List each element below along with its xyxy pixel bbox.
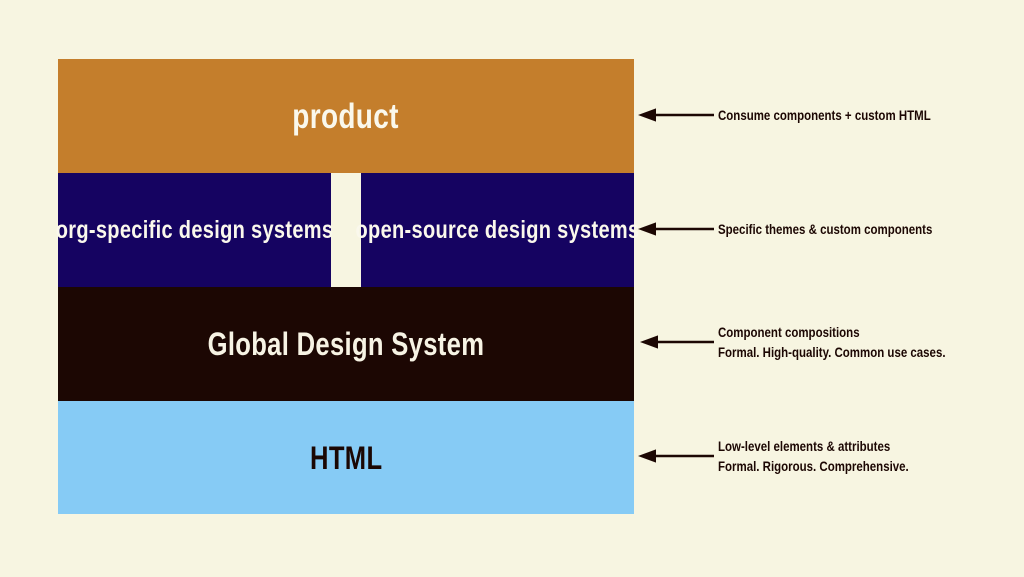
annotation-design-systems-text: Specific themes & custom components — [718, 219, 932, 239]
layer-box-product: product — [58, 59, 634, 173]
annotation-html-text: Low-level elements & attributes Formal. … — [718, 436, 909, 477]
layer-label-product: product — [292, 96, 400, 136]
arrow-left-icon — [640, 335, 714, 349]
annotation-html-line-1: Low-level elements & attributes — [718, 438, 891, 454]
layer-label-html: HTML — [309, 439, 383, 476]
annotation-product-line-1: Consume components + custom HTML — [718, 107, 931, 123]
arrow-left-icon — [638, 108, 714, 122]
annotation-html-line-2: Formal. Rigorous. Comprehensive. — [718, 458, 909, 475]
arrow-left-icon — [638, 222, 714, 236]
annotation-design-systems-line-1: Specific themes & custom components — [718, 221, 933, 237]
layer-box-html: HTML — [58, 401, 634, 514]
annotation-product-text: Consume components + custom HTML — [718, 105, 931, 125]
annotation-global-design-system-line-1: Component compositions — [718, 324, 860, 340]
layer-box-org-specific-design-systems: org-specific design systems — [55, 173, 334, 287]
layer-label-global-design-system: Global Design System — [207, 326, 485, 362]
layer-label-org-specific-design-systems: org-specific design systems — [55, 215, 334, 244]
layer-box-design-systems: org-specific design systems open-source … — [55, 173, 639, 287]
arrow-left-icon — [638, 449, 714, 463]
layer-box-global-design-system: Global Design System — [58, 287, 634, 401]
layer-box-open-source-design-systems: open-source design systems — [356, 173, 639, 287]
layer-label-open-source-design-systems: open-source design systems — [355, 215, 640, 244]
annotation-design-systems: Specific themes & custom components — [638, 219, 979, 239]
annotation-product: Consume components + custom HTML — [638, 105, 977, 125]
annotation-global-design-system-line-2: Formal. High-quality. Common use cases. — [718, 344, 946, 361]
annotation-html: Low-level elements & attributes Formal. … — [638, 436, 951, 477]
annotation-global-design-system: Component compositions Formal. High-qual… — [640, 322, 995, 363]
annotation-global-design-system-text: Component compositions Formal. High-qual… — [718, 322, 946, 363]
